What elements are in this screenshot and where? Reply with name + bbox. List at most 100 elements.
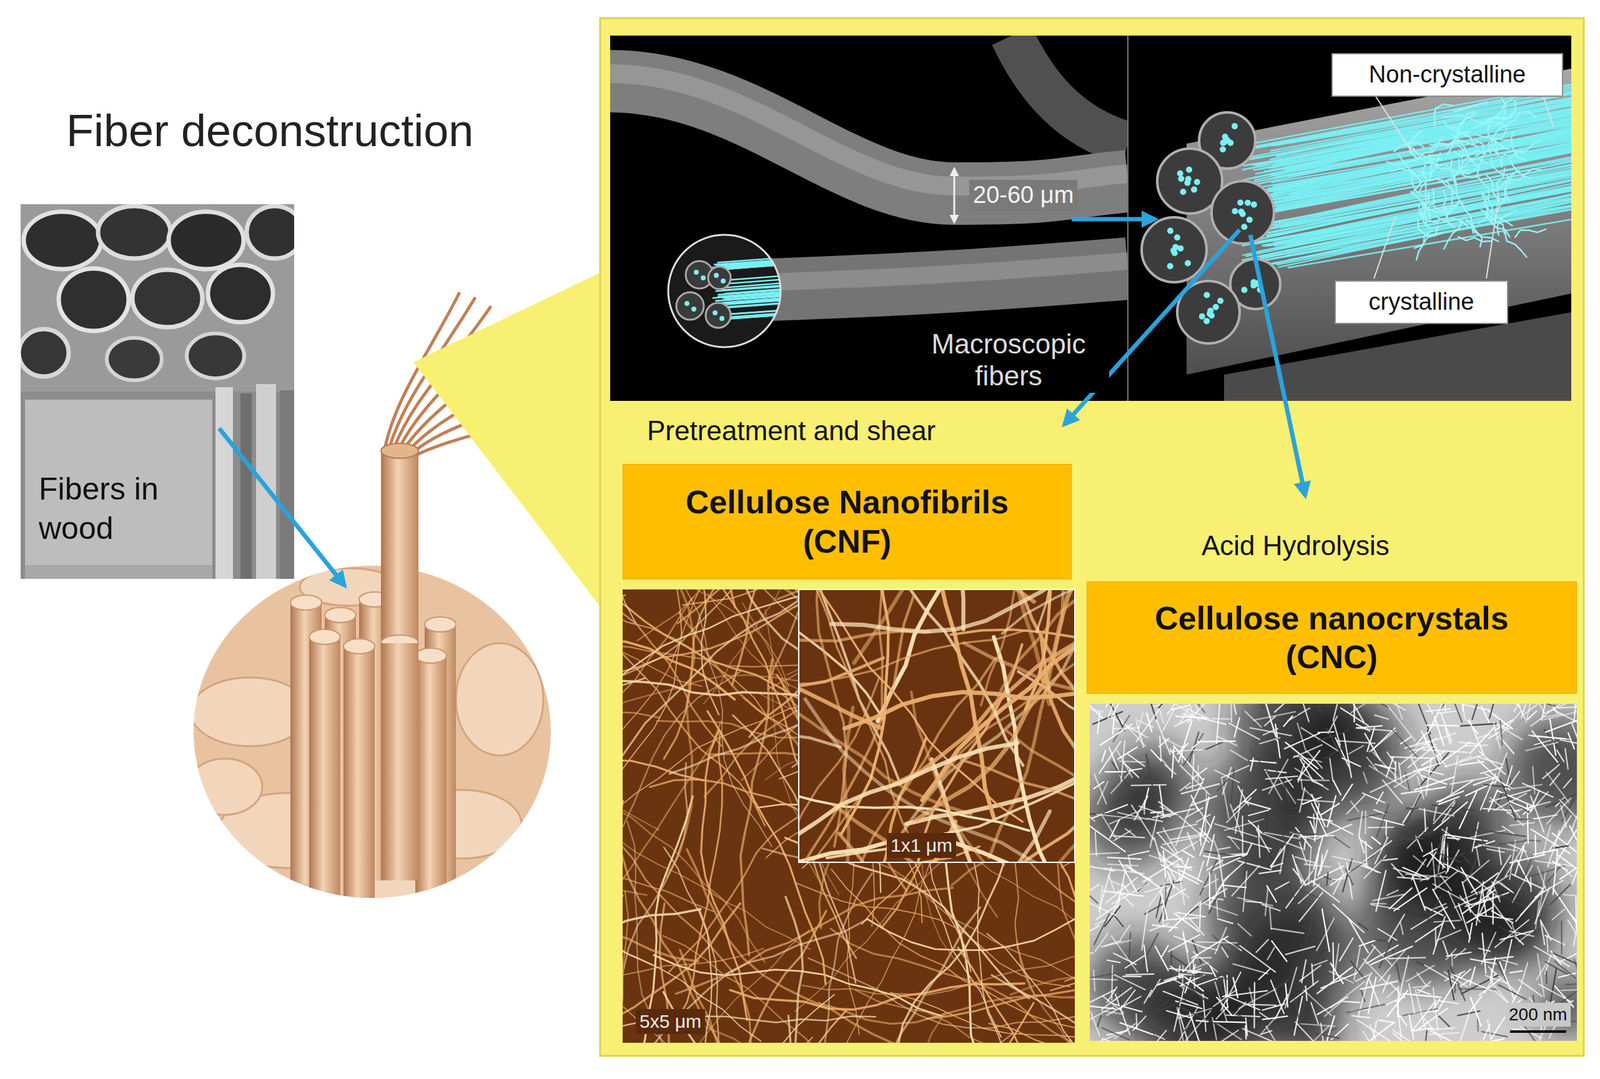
nanocrystal [1089, 884, 1098, 904]
nanocrystal [1100, 724, 1133, 746]
nanocrystal [1253, 982, 1256, 1028]
nanocrystal [1177, 862, 1185, 905]
nanocrystal [1158, 801, 1173, 812]
arrow [1071, 217, 1156, 222]
nanocrystal [1177, 743, 1189, 754]
nanocrystal [1108, 874, 1115, 893]
nanocrystal [1144, 945, 1148, 973]
nanocrystal [1250, 728, 1293, 737]
fibril-dot [1231, 207, 1238, 215]
nanocrystal [1546, 772, 1569, 803]
nanocrystal [1313, 846, 1320, 886]
nanocrystal [1107, 987, 1118, 1003]
fibril-dot [1174, 234, 1181, 241]
nanocrystal [1401, 787, 1446, 795]
nanocrystal [1370, 1025, 1383, 1042]
label: 1x1 μm [886, 833, 957, 859]
nanocrystal [1160, 710, 1165, 724]
nanocrystal [1163, 991, 1198, 1006]
nanocrystal [1102, 750, 1107, 762]
non-crystalline-strand [1475, 139, 1485, 169]
label-anchor: Macroscopic fibers [908, 327, 1110, 393]
non-crystalline-strand [1409, 131, 1422, 159]
nanocrystal [1213, 1021, 1246, 1023]
fibril-dot [1180, 188, 1187, 195]
non-crystalline-strand [1398, 154, 1421, 182]
nanocrystal [1147, 818, 1163, 822]
nanocrystal [1374, 939, 1387, 942]
nanocrystal [1089, 953, 1094, 956]
nanocrystal [1217, 847, 1230, 850]
fibril-dot [1231, 123, 1238, 130]
nanocrystal [1378, 1020, 1394, 1023]
nanocrystal [1198, 888, 1227, 906]
label-box: crystalline [1334, 280, 1509, 325]
non-crystalline-strand [1443, 219, 1462, 250]
nanocrystal [1412, 792, 1421, 809]
nanofibril [622, 791, 629, 1043]
nanocrystal [1425, 896, 1441, 925]
nanocrystal [1461, 854, 1471, 865]
nanofibril [935, 589, 994, 819]
nanocrystal [1093, 970, 1095, 991]
label-anchor: Fiber deconstruction [66, 104, 474, 157]
label-anchor: Acid Hydrolysis [1197, 528, 1394, 564]
fibril-dot [712, 310, 718, 316]
nanocrystal [1430, 852, 1466, 869]
nanocrystal [1522, 846, 1529, 860]
nanofibril [1002, 589, 1075, 634]
nanocrystal [1216, 1030, 1239, 1042]
nanocrystal [1113, 728, 1140, 729]
nanocrystal [1144, 990, 1152, 1004]
nanocrystal [1141, 910, 1148, 950]
nanocrystal [1303, 990, 1332, 1017]
callout-wedge [413, 268, 609, 619]
nanocrystal [1312, 964, 1314, 986]
nanocrystal [1170, 833, 1206, 840]
nanocrystal [1333, 943, 1334, 982]
nanocrystal [1196, 814, 1211, 822]
nanocrystal [1144, 885, 1167, 893]
node-text: Cellulose Nanofibrils (CNF) [660, 482, 1035, 561]
nanocrystal [1484, 830, 1527, 837]
nanocrystal [1397, 987, 1399, 1017]
nanofibril [831, 869, 1075, 1029]
microfibril-bundle [1141, 68, 1572, 401]
nanocrystal [1362, 1031, 1376, 1042]
nanocrystal [1566, 983, 1577, 985]
nanocrystal [1283, 782, 1290, 804]
nanocrystal [1150, 750, 1162, 762]
nanocrystal [1119, 987, 1122, 1008]
nanocrystal [1485, 975, 1510, 984]
non-crystalline-strand [1510, 168, 1542, 180]
nanocrystal [1555, 961, 1576, 978]
nanocrystal [1520, 890, 1544, 915]
nanocrystal [1333, 780, 1341, 796]
nanocrystal [1113, 974, 1146, 990]
nanocrystal [1391, 863, 1405, 879]
nanocrystal [1212, 718, 1231, 721]
nanocrystal [1190, 703, 1198, 711]
non-crystalline-strand [1464, 147, 1479, 178]
nanocrystal [1175, 716, 1207, 719]
nanocrystal [1160, 814, 1176, 819]
nanocrystal [1330, 981, 1365, 1008]
nanocrystal [1559, 800, 1577, 828]
sem-image [20, 204, 295, 579]
nanocrystal [1534, 946, 1570, 967]
nanocrystal [1262, 780, 1292, 791]
fibril-dot [1207, 307, 1214, 315]
nanocrystal [1361, 839, 1373, 849]
nanocrystal [1180, 783, 1191, 792]
non-crystalline-strand [1446, 140, 1479, 148]
nanocrystal [1256, 703, 1264, 709]
microfibril [1257, 133, 1572, 199]
label-anchor: Fibers in wood [34, 468, 193, 549]
nanocrystal [1148, 999, 1186, 1016]
nanocrystal [1545, 719, 1577, 733]
nanocrystal [1383, 858, 1398, 861]
nanocrystal [1177, 1007, 1185, 1042]
nanocrystal [1244, 861, 1247, 878]
nanocrystal [1089, 896, 1117, 916]
fibril-dot [719, 316, 725, 321]
